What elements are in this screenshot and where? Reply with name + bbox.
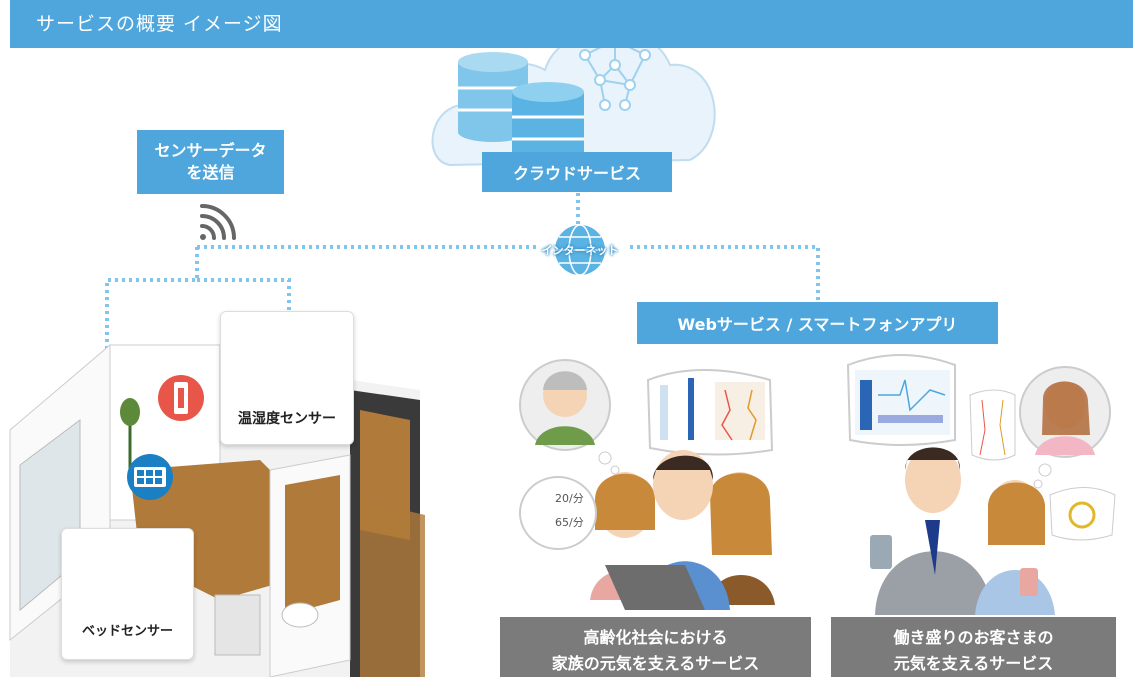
family-illustration — [590, 450, 775, 610]
bed-sensor-card: ベッドセンサー — [61, 528, 194, 660]
vitals-bubble: 20/分 65/分 — [519, 476, 597, 550]
page-title: サービスの概要 イメージ図 — [36, 13, 283, 35]
sensor-data-send-label: センサーデータ を送信 — [137, 130, 284, 194]
cloud-service-label: クラウドサービス — [482, 152, 672, 192]
globe-icon — [555, 224, 605, 276]
working-service-line1: 働き盛りのお客さまの — [893, 628, 1054, 647]
bed-sensor-marker — [127, 454, 173, 500]
working-service-line2: 元気を支えるサービス — [893, 654, 1054, 673]
respiration-value: 65/分 — [555, 516, 584, 529]
temp-humidity-sensor-card: 温湿度センサー — [220, 311, 354, 445]
elderly-thought-bubble — [519, 359, 620, 475]
web-service-label: Webサービス / スマートフォンアプリ — [637, 302, 998, 344]
workers-illustration — [846, 354, 1116, 615]
sensor-data-send-line2: を送信 — [186, 163, 235, 182]
working-age-service-box: 働き盛りのお客さまの 元気を支えるサービス — [831, 617, 1116, 677]
internet-label: インターネット — [541, 244, 619, 257]
wifi-signal-icon — [200, 204, 236, 240]
cloud-icon — [431, 28, 716, 170]
heart-rate-value: 20/分 — [555, 492, 584, 505]
elderly-service-line1: 高齢化社会における — [583, 628, 728, 647]
humidity-sensor-marker — [158, 375, 204, 421]
network-dotted-lines — [105, 193, 820, 535]
header-bar: サービスの概要 イメージ図 — [10, 0, 1133, 48]
bed-sensor-label: ベッドセンサー — [81, 624, 173, 639]
sensor-data-send-line1: センサーデータ — [154, 141, 267, 160]
chart-bubble — [646, 369, 774, 456]
elderly-family-service-box: 高齢化社会における 家族の元気を支えるサービス — [500, 617, 811, 677]
elderly-service-line2: 家族の元気を支えるサービス — [551, 654, 760, 673]
temp-humidity-sensor-label: 温湿度センサー — [238, 411, 336, 427]
database-icon — [458, 52, 584, 170]
